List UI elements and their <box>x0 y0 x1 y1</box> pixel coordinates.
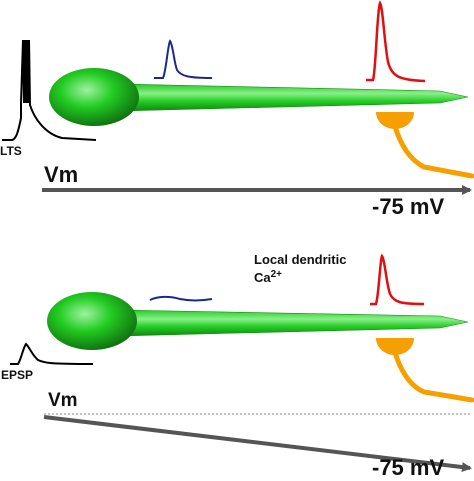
vm-label-top: Vm <box>44 162 79 187</box>
local-dendritic-ca-label: Local dendritic Ca2+ <box>254 252 346 285</box>
ca-text: Ca <box>254 270 271 285</box>
top-electrode-cup <box>376 112 414 129</box>
bottom-dendritic-trace-blue <box>149 295 213 302</box>
local-dendritic-text: Local dendritic <box>254 252 347 267</box>
lts-burst-trace <box>2 39 97 141</box>
bottom-dendrite <box>119 309 469 337</box>
top-dendritic-trace-blue <box>154 39 213 79</box>
bottom-dendritic-spike-red <box>370 253 425 306</box>
potential-label-top: -75 mV <box>372 194 445 219</box>
bottom-panel <box>10 253 474 473</box>
top-soma <box>49 68 139 126</box>
bottom-vm-arrow <box>43 415 472 473</box>
bottom-soma <box>47 292 137 350</box>
top-electrode-wire <box>392 123 474 179</box>
top-panel <box>2 0 474 195</box>
potential-label-bottom: -75 mV <box>372 455 445 480</box>
vm-label-bottom: Vm <box>48 390 78 411</box>
top-dendritic-spike-red <box>366 0 426 83</box>
bottom-electrode-wire <box>392 349 474 403</box>
lts-label: LTS <box>0 144 22 158</box>
epsp-trace <box>10 342 94 365</box>
top-dendrite <box>119 83 469 112</box>
ca-charge-text: 2+ <box>270 269 283 280</box>
epsp-label: EPSP <box>1 368 34 382</box>
bottom-electrode-cup <box>376 338 414 355</box>
